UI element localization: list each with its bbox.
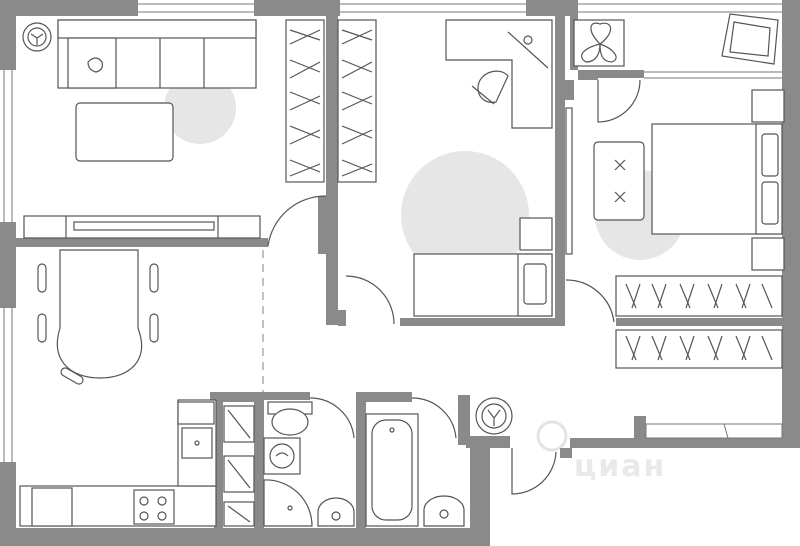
- sofa-icon: [57, 19, 257, 89]
- office-chair: [471, 70, 509, 105]
- plant-icon: [573, 19, 625, 67]
- bed-icon: [413, 217, 553, 317]
- hallway: [475, 397, 513, 435]
- coat-rack-icon: [475, 397, 513, 435]
- floor-lamp-icon: [22, 22, 52, 52]
- shower-icon: [263, 479, 313, 527]
- kitchen-counter: [19, 399, 217, 527]
- doors: [267, 79, 641, 495]
- closet: [615, 275, 783, 369]
- light-zone-living: [164, 72, 236, 144]
- washing-machine-icon: [263, 437, 301, 475]
- sink-icon-1: [317, 497, 355, 527]
- toilet-icon: [267, 401, 313, 436]
- bathtub-icon: [365, 413, 419, 527]
- double-bed: [651, 89, 785, 271]
- stove-icon: [133, 489, 175, 525]
- utility-shelves: [223, 405, 255, 527]
- living-room: [22, 19, 377, 239]
- desk-icon: [445, 19, 553, 129]
- watermark: циан: [536, 420, 666, 484]
- central-room: [413, 19, 553, 317]
- kitchen: [19, 249, 217, 527]
- dresser: [593, 141, 645, 221]
- windows: [3, 3, 783, 462]
- watermark-text: циан: [574, 449, 666, 484]
- armchair-icon: [721, 13, 779, 65]
- tv-stand: [23, 215, 261, 239]
- light-zone-center: [401, 151, 529, 279]
- coffee-table: [75, 102, 174, 162]
- bedroom: [573, 13, 785, 369]
- sink-icon: [181, 427, 213, 459]
- dining-table: [37, 249, 159, 385]
- sink-icon-2: [423, 495, 465, 527]
- bathrooms: [223, 401, 465, 527]
- wardrobe-icon: [285, 19, 377, 183]
